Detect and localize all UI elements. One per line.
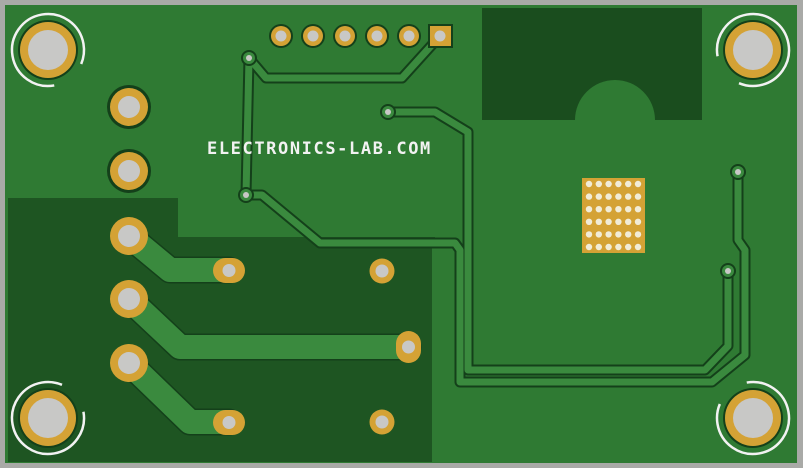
copper-pour-top-right xyxy=(482,8,702,120)
vias xyxy=(238,50,746,279)
header-pin xyxy=(365,24,389,48)
thermal-via xyxy=(634,180,642,188)
thermal-via xyxy=(615,180,622,188)
thermal-via xyxy=(625,206,632,213)
thermal-via-grid xyxy=(585,180,642,251)
thermal-via xyxy=(595,206,602,213)
thermal-via xyxy=(625,193,632,200)
through-hole-pad xyxy=(110,280,148,318)
thermal-via xyxy=(585,206,593,213)
thermal-via xyxy=(595,193,602,200)
thermal-via xyxy=(605,231,612,238)
thermal-via xyxy=(634,218,642,225)
thermal-via xyxy=(634,193,642,200)
thermal-via xyxy=(615,193,622,200)
oval-pad xyxy=(213,258,245,283)
test-pad xyxy=(369,409,395,435)
through-hole-pad xyxy=(107,85,151,129)
oval-pads xyxy=(213,258,421,435)
through-hole-pads xyxy=(107,85,151,382)
mounting-hole-top-left xyxy=(10,12,86,88)
thermal-via xyxy=(605,193,612,200)
header-pin xyxy=(397,24,421,48)
thermal-via xyxy=(585,243,593,251)
header-pin xyxy=(269,24,293,48)
thermal-via xyxy=(625,243,632,251)
thermal-via xyxy=(605,180,612,188)
via xyxy=(730,164,746,180)
test-pad xyxy=(369,258,395,284)
thermal-via xyxy=(625,218,632,225)
via xyxy=(380,104,396,120)
through-hole-pad xyxy=(107,149,151,193)
header-pin xyxy=(333,24,357,48)
header-pins xyxy=(269,24,453,48)
thermal-via xyxy=(605,243,612,251)
via xyxy=(720,263,736,279)
thermal-via xyxy=(595,180,602,188)
thermal-via xyxy=(634,231,642,238)
header-pin xyxy=(301,24,325,48)
thermal-via xyxy=(585,180,593,188)
thermal-via xyxy=(615,218,622,225)
thermal-via xyxy=(585,218,593,225)
via xyxy=(241,50,257,66)
oval-pad xyxy=(213,410,245,435)
mounting-hole-bottom-left xyxy=(10,380,86,456)
mounting-hole-top-right xyxy=(715,12,791,88)
via xyxy=(238,187,254,203)
copper-pour-dark xyxy=(8,198,435,462)
mounting-holes xyxy=(10,12,791,456)
thermal-via xyxy=(595,231,602,238)
thermal-via xyxy=(625,231,632,238)
header-pin-square xyxy=(428,24,453,48)
thermal-via xyxy=(605,206,612,213)
thermal-via xyxy=(605,218,612,225)
thermal-pad xyxy=(582,178,645,253)
thermal-via xyxy=(595,218,602,225)
test-pads xyxy=(369,258,395,435)
thermal-via xyxy=(585,193,593,200)
thermal-via xyxy=(615,243,622,251)
through-hole-pad xyxy=(110,344,148,382)
silkscreen-label: ELECTRONICS-LAB.COM xyxy=(207,139,432,159)
thermal-via xyxy=(615,206,622,213)
thermal-via xyxy=(634,243,642,251)
thermal-via xyxy=(615,231,622,238)
thermal-via xyxy=(625,180,632,188)
thermal-via xyxy=(585,231,593,238)
mounting-hole-bottom-right xyxy=(715,380,791,456)
through-hole-pad xyxy=(110,217,148,255)
thermal-via xyxy=(595,243,602,251)
oval-pad xyxy=(396,331,421,363)
thermal-via xyxy=(634,206,642,213)
